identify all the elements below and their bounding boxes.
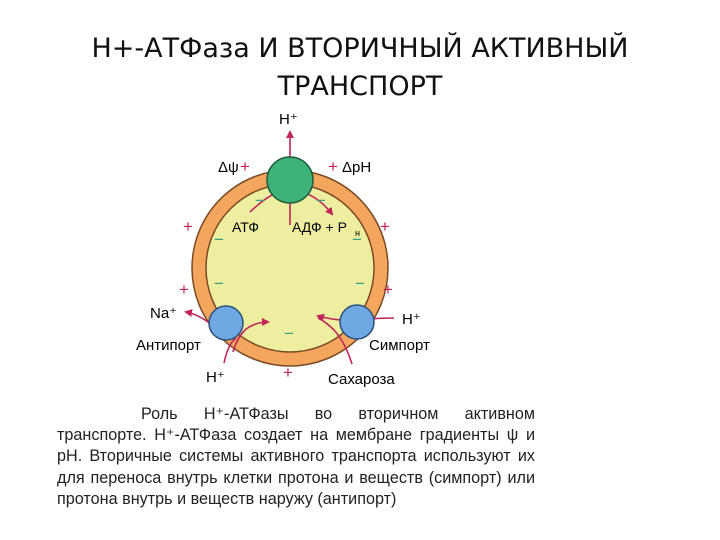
antiport-label: Антипорт bbox=[136, 337, 201, 354]
caption-text: Роль H⁺-АТФазы во вторичном активном тра… bbox=[57, 405, 535, 508]
minus-sign: − bbox=[214, 274, 224, 293]
title-line-1: H+-АТФаза И ВТОРИЧНЫЙ АКТИВНЫЙ bbox=[91, 33, 629, 64]
plus-sign: + bbox=[183, 217, 193, 236]
minus-sign: − bbox=[214, 230, 224, 249]
sodium-label: Na⁺ bbox=[150, 305, 177, 322]
antiport-bottom-proton-label: H⁺ bbox=[206, 369, 225, 386]
atpase-protein bbox=[266, 156, 314, 204]
plus-sign: + bbox=[383, 280, 393, 299]
plus-sign: + bbox=[179, 280, 189, 299]
page-title: H+-АТФаза И ВТОРИЧНЫЙ АКТИВНЫЙ ТРАНСПОРТ bbox=[0, 30, 720, 106]
symport-label: Симпорт bbox=[369, 337, 430, 354]
minus-sign: − bbox=[316, 191, 326, 210]
antiport-arc bbox=[223, 337, 237, 364]
symport-proton-label: H⁺ bbox=[402, 311, 421, 328]
plus-sign: + bbox=[328, 157, 338, 176]
plus-sign: + bbox=[380, 217, 390, 236]
delta-psi-label: Δψ bbox=[218, 159, 239, 176]
minus-sign: − bbox=[255, 191, 265, 210]
figure-caption: Роль H⁺-АТФазы во вторичном активном тра… bbox=[57, 404, 535, 510]
adp-subscript: н bbox=[355, 228, 360, 238]
inner-minus-signs: − − − − − − − bbox=[214, 191, 365, 343]
minus-sign: − bbox=[284, 324, 294, 343]
minus-sign: − bbox=[352, 230, 362, 249]
atp-label: АТФ bbox=[232, 219, 259, 235]
outer-plus-signs: + + + + + + + bbox=[179, 157, 393, 382]
plus-sign: + bbox=[240, 157, 250, 176]
plus-sign: + bbox=[283, 363, 293, 382]
title-line-2: ТРАНСПОРТ bbox=[277, 71, 443, 102]
symporter-protein bbox=[339, 304, 375, 340]
adp-label: АДФ + P bbox=[292, 219, 347, 235]
minus-sign: − bbox=[355, 274, 365, 293]
symport-sucrose-arrow bbox=[317, 317, 353, 365]
top-proton-label: H⁺ bbox=[279, 111, 298, 128]
sucrose-label: Сахароза bbox=[328, 371, 395, 388]
antiporter-protein bbox=[208, 305, 244, 341]
antiport-proton-arrow bbox=[232, 318, 270, 353]
delta-ph-label: ΔpH bbox=[342, 159, 371, 176]
